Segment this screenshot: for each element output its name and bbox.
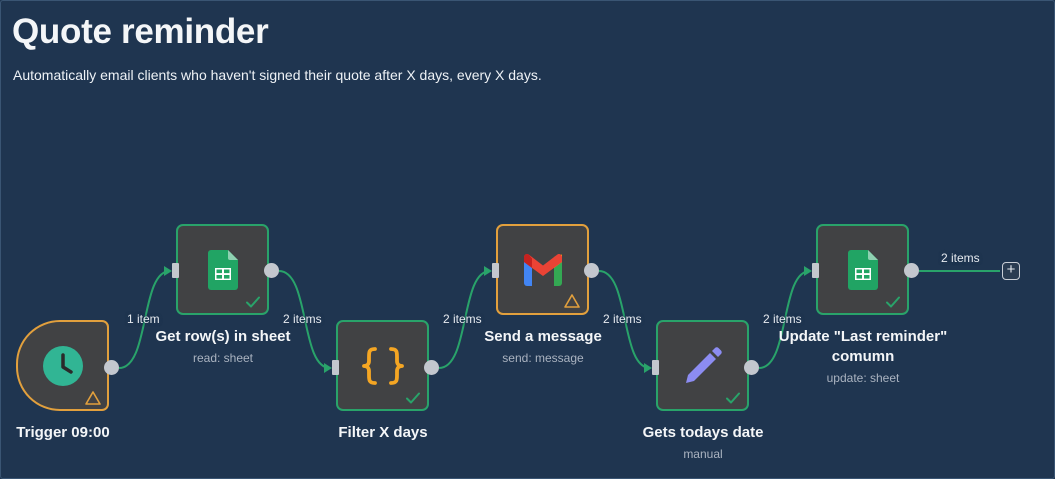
workflow-title: Quote reminder (12, 12, 269, 51)
node-label-line: comumn (831, 348, 895, 365)
node-label: Update "Last reminder" comumn (743, 327, 983, 367)
warning-icon (85, 391, 101, 405)
google-sheets-icon (847, 249, 878, 290)
edge-label: 2 items (763, 312, 802, 326)
node-label: Filter X days (338, 424, 428, 441)
workflow-description: Automatically email clients who haven't … (13, 67, 542, 83)
node-trigger[interactable] (16, 320, 109, 411)
output-handle[interactable] (744, 360, 759, 375)
node-update-sheet[interactable] (816, 224, 909, 315)
node-get-rows[interactable] (176, 224, 269, 315)
check-icon (246, 296, 260, 308)
edge-label: 2 items (941, 251, 980, 265)
node-gets-date[interactable] (656, 320, 749, 411)
edge-label: 1 item (127, 312, 160, 326)
node-label: Get row(s) in sheet (155, 328, 291, 345)
check-icon (406, 392, 420, 404)
node-label: Gets todays date (642, 424, 764, 441)
check-icon (726, 392, 740, 404)
code-braces-icon (361, 346, 404, 385)
output-handle[interactable] (424, 360, 439, 375)
input-handle[interactable] (652, 360, 659, 375)
arrowhead-getrows (164, 266, 172, 276)
input-handle[interactable] (492, 263, 499, 278)
clock-icon (42, 345, 83, 386)
edge-label: 2 items (283, 312, 322, 326)
output-handle[interactable] (904, 263, 919, 278)
node-send-message[interactable] (496, 224, 589, 315)
output-handle[interactable] (584, 263, 599, 278)
arrowhead-filter (324, 363, 332, 373)
node-subtitle: manual (683, 447, 723, 461)
check-icon (886, 296, 900, 308)
node-filter[interactable] (336, 320, 429, 411)
node-subtitle: read: sheet (192, 351, 254, 365)
add-node-button[interactable]: + (1002, 262, 1020, 280)
node-subtitle: update: sheet (826, 371, 900, 385)
edge-label: 2 items (603, 312, 642, 326)
connection-send-date (598, 270, 651, 369)
gmail-icon (523, 253, 562, 286)
pencil-icon (685, 346, 722, 383)
node-subtitle: send: message (502, 351, 584, 365)
arrowhead-send (484, 266, 492, 276)
node-label: Trigger 09:00 (16, 424, 110, 441)
warning-icon (564, 294, 580, 308)
arrowhead-update (804, 266, 812, 276)
node-label: Send a message (484, 328, 602, 345)
output-handle[interactable] (264, 263, 279, 278)
input-handle[interactable] (172, 263, 179, 278)
plus-icon: + (1006, 261, 1016, 278)
connection-date-update (758, 270, 811, 369)
connection-getrows-filter (278, 270, 331, 369)
connection-filter-send (438, 270, 491, 369)
input-handle[interactable] (812, 263, 819, 278)
node-label-line: Update "Last reminder" (778, 328, 948, 345)
output-handle[interactable] (104, 360, 119, 375)
edge-label: 2 items (443, 312, 482, 326)
arrowhead-date (644, 363, 652, 373)
connection-trigger-getrows (118, 270, 171, 369)
google-sheets-icon (207, 249, 238, 290)
input-handle[interactable] (332, 360, 339, 375)
